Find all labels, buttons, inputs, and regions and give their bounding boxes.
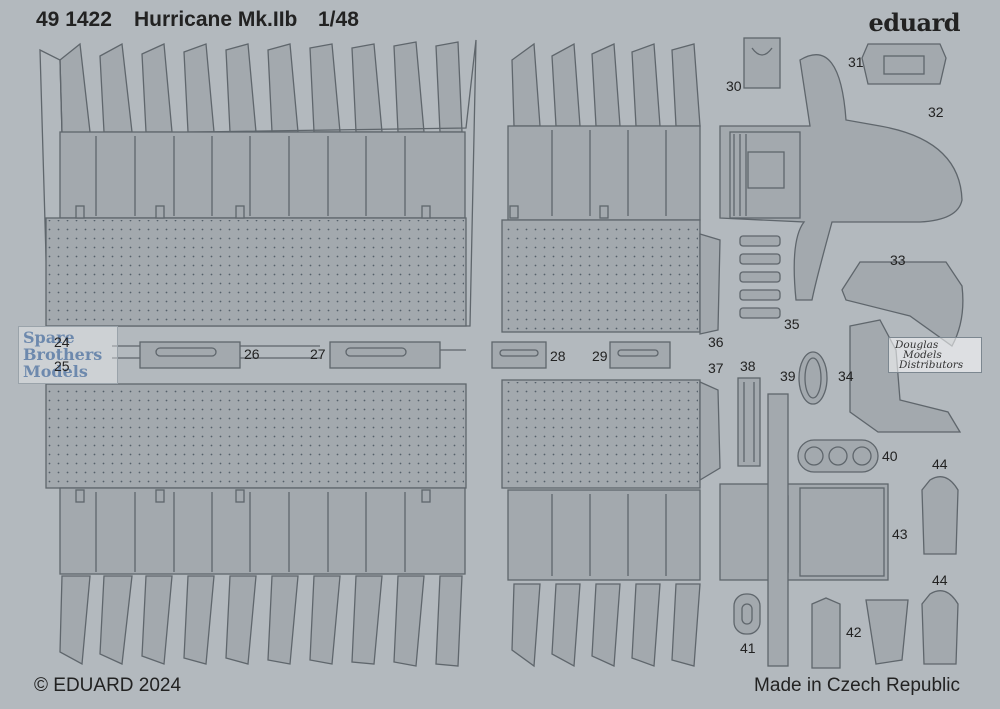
part-32 — [719, 54, 963, 301]
part-number-32: 32 — [928, 104, 944, 120]
rod-parts-24-29 — [112, 341, 671, 369]
part-30 — [743, 37, 781, 89]
part-44-upper — [921, 476, 959, 555]
product-title: Hurricane Mk.IIb — [134, 8, 298, 31]
part-38 — [737, 377, 761, 467]
part-number-44-upper: 44 — [932, 456, 948, 472]
part-number-27: 27 — [310, 346, 326, 362]
part-39 — [798, 351, 828, 405]
part-44-lower — [921, 590, 959, 665]
flap-part-lower-left — [45, 383, 467, 667]
part-number-39: 39 — [780, 368, 796, 384]
brand-logo: eduard — [868, 8, 961, 37]
part-number-24: 24 — [54, 334, 70, 350]
flap-part-upper-middle — [501, 42, 721, 335]
part-number-37: 37 — [708, 360, 724, 376]
flap-part-lower-middle — [501, 379, 721, 668]
distributor-watermark: Douglas Models Distributors — [888, 337, 982, 373]
product-code: 49 1422 — [36, 8, 112, 31]
part-number-28: 28 — [550, 348, 566, 364]
part-number-26: 26 — [244, 346, 260, 362]
part-number-43: 43 — [892, 526, 908, 542]
part-number-38: 38 — [740, 358, 756, 374]
part-number-35: 35 — [784, 316, 800, 332]
part-33 — [841, 261, 964, 347]
part-40 — [797, 439, 879, 473]
part-31 — [861, 43, 947, 85]
part-number-42: 42 — [846, 624, 862, 640]
part-number-40: 40 — [882, 448, 898, 464]
part-number-34: 34 — [838, 368, 854, 384]
part-number-33: 33 — [890, 252, 906, 268]
part-number-44-lower: 44 — [932, 572, 948, 588]
product-scale: 1/48 — [318, 8, 359, 31]
retailer-watermark: Spare Brothers Models — [18, 326, 118, 384]
origin-text: Made in Czech Republic — [754, 675, 960, 696]
part-42 — [811, 597, 909, 669]
copyright-text: © EDUARD 2024 — [34, 675, 182, 696]
part-number-30: 30 — [726, 78, 742, 94]
part-number-36: 36 — [708, 334, 724, 350]
part-43 — [719, 393, 889, 667]
part-34 — [849, 319, 962, 433]
part-41 — [733, 593, 761, 635]
part-35 — [739, 235, 781, 319]
part-number-25: 25 — [54, 358, 70, 374]
part-number-41: 41 — [740, 640, 756, 656]
flap-part-upper-left — [39, 39, 477, 327]
part-number-31: 31 — [848, 54, 864, 70]
part-number-29: 29 — [592, 348, 608, 364]
